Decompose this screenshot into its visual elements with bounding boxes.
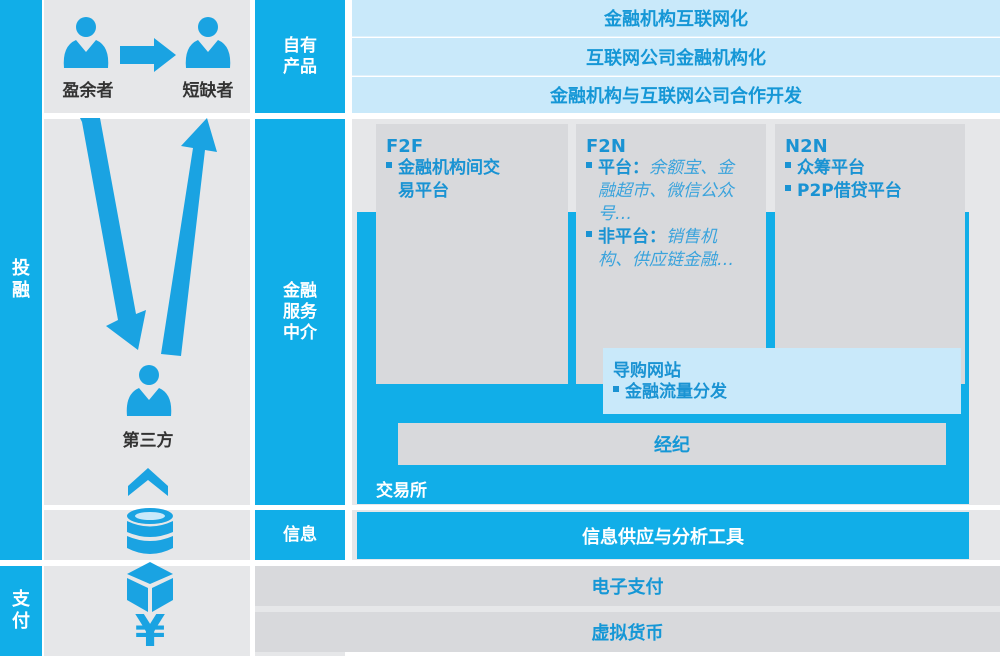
own-product-row: 互联网公司金融机构化 [352,38,1000,76]
up-arrow-icon [161,118,217,356]
n2n-bullet-p2p: P2P借贷平台 [785,180,955,203]
shopping-guide-box: 导购网站 金融流量分发 [603,348,961,414]
f2n-bullet-platform: 平台：余额宝、金融超市、微信公众号… [586,157,756,226]
invest-finance-label: 投融 [12,258,30,301]
bullet-icon [386,162,392,168]
payment-label: 支付 [12,589,30,632]
own-product-row: 金融机构与互联网公司合作开发 [352,77,1000,113]
n2n-box: N2N 众筹平台 P2P借贷平台 [775,124,965,384]
deficit-person-icon [185,17,231,68]
category-own-products: 自有产品 [255,0,345,113]
chevron-up-icon [128,468,168,496]
f2f-bullet: 金融机构间交易平台 [386,157,558,203]
shopping-guide-title: 导购网站 [613,361,681,381]
cube-icon [127,562,173,612]
payment-row-divider [255,606,1000,612]
category-information: 信息 [255,510,345,560]
own-product-row: 金融机构互联网化 [352,0,1000,37]
f2f-box: F2F 金融机构间交易平台 [376,124,568,384]
n2n-title: N2N [785,136,828,157]
invest-finance-axis: 投融 [0,0,42,560]
n2n-bullet-crowdfunding: 众筹平台 [785,157,955,180]
bullet-icon [613,386,619,392]
yen-icon: ¥ [134,606,166,657]
third-party-label: 第三方 [122,431,174,451]
surplus-label: 盈余者 [62,81,114,101]
f2n-bullet-non-platform: 非平台：销售机构、供应链金融… [586,226,756,272]
payment-row-electronic: 电子支付 [255,566,1000,606]
category-financial-intermediary: 金融服务中介 [255,119,345,505]
bullet-icon [586,231,592,237]
bullet-icon [586,162,592,168]
payment-row-virtual-currency: 虚拟货币 [255,612,1000,652]
bullet-icon [785,162,791,168]
info-row: 信息供应与分析工具 [357,512,969,559]
shopping-guide-bullet: 金融流量分发 [613,381,951,404]
bullet-icon [785,185,791,191]
f2n-title: F2N [586,136,626,157]
down-arrow-icon [80,118,146,350]
left-panel-middle [44,119,250,505]
third-party-person-icon [126,365,172,416]
right-arrow-icon [120,38,176,72]
deficit-label: 短缺者 [182,81,234,101]
surplus-person-icon [63,17,109,68]
exchange-label: 交易所 [376,481,427,501]
database-icon [127,508,173,554]
brokerage-box: 经纪 [398,423,946,465]
payment-axis: 支付 [0,566,42,656]
f2f-title: F2F [386,136,424,157]
f2n-box: F2N 平台：余额宝、金融超市、微信公众号… 非平台：销售机构、供应链金融… [576,124,766,384]
